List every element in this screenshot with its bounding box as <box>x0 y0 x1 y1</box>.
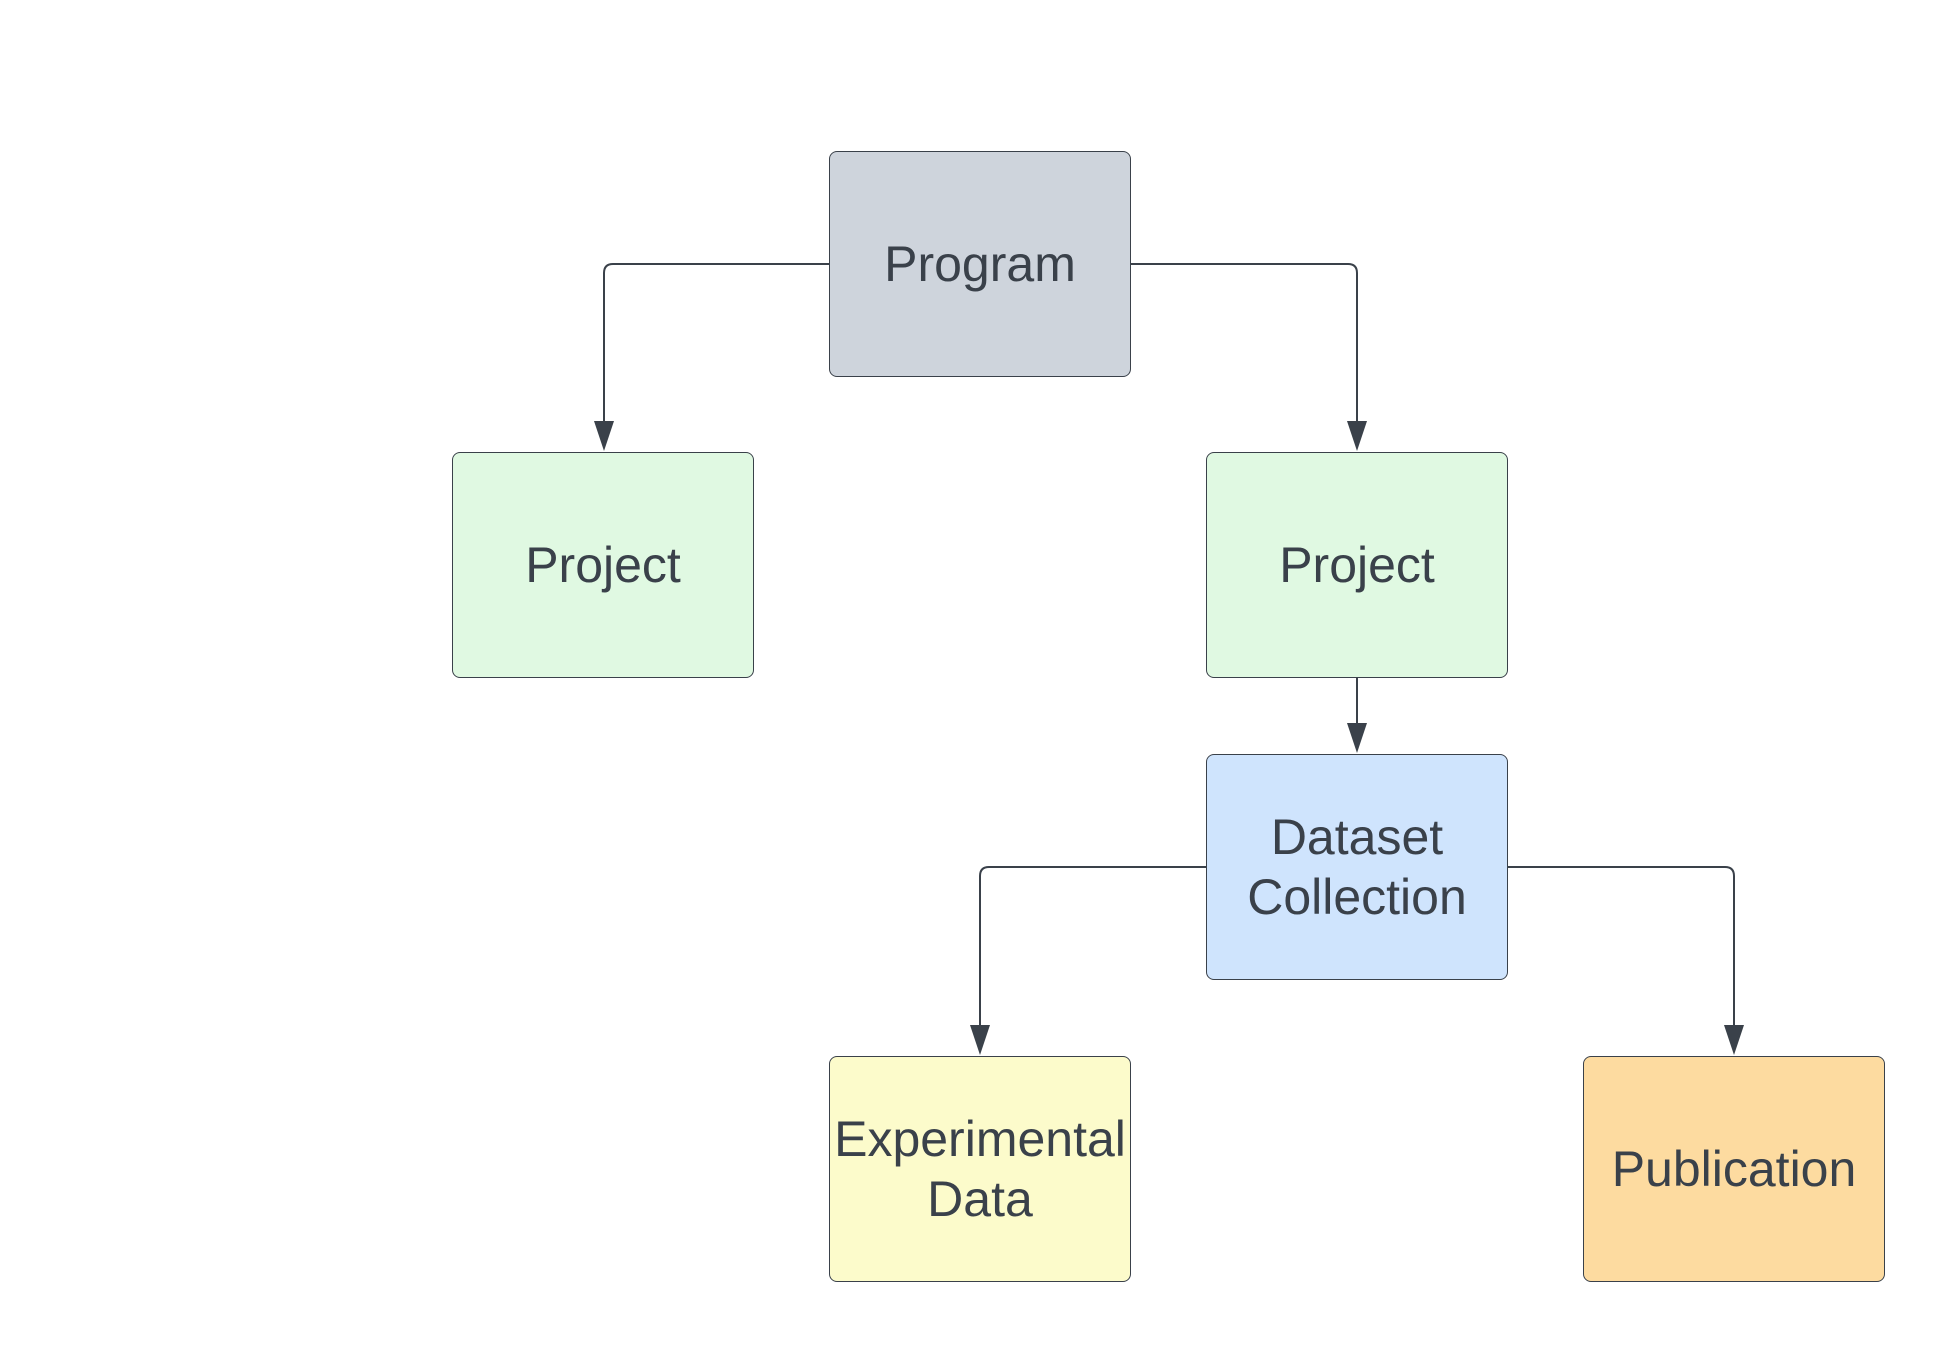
node-program[interactable]: Program <box>829 151 1131 377</box>
arrowhead-dataset-collection-to-experimental-data <box>970 1025 990 1055</box>
node-project-right[interactable]: Project <box>1206 452 1508 678</box>
arrowhead-program-to-project-left <box>594 421 614 451</box>
node-project-right-label: Project <box>1279 537 1435 593</box>
connector-dataset-collection-to-experimental-data <box>979 866 1206 1028</box>
node-experimental-data-label: Experimental Data <box>834 1111 1126 1227</box>
connector-dataset-collection-to-publication <box>1508 866 1735 1028</box>
node-project-left-label: Project <box>525 537 681 593</box>
connector-program-to-project-right <box>1131 263 1358 424</box>
arrowhead-dataset-collection-to-publication <box>1724 1025 1744 1055</box>
node-publication[interactable]: Publication <box>1583 1056 1885 1282</box>
node-project-left[interactable]: Project <box>452 452 754 678</box>
node-publication-label: Publication <box>1611 1141 1857 1197</box>
node-experimental-data[interactable]: Experimental Data <box>829 1056 1131 1282</box>
connector-program-to-project-left <box>603 263 829 424</box>
arrowhead-project-to-dataset-collection <box>1347 723 1367 753</box>
node-program-label: Program <box>884 236 1076 292</box>
node-dataset-collection-label: Dataset Collection <box>1247 809 1467 925</box>
node-dataset-collection[interactable]: Dataset Collection <box>1206 754 1508 980</box>
arrowhead-program-to-project-right <box>1347 421 1367 451</box>
